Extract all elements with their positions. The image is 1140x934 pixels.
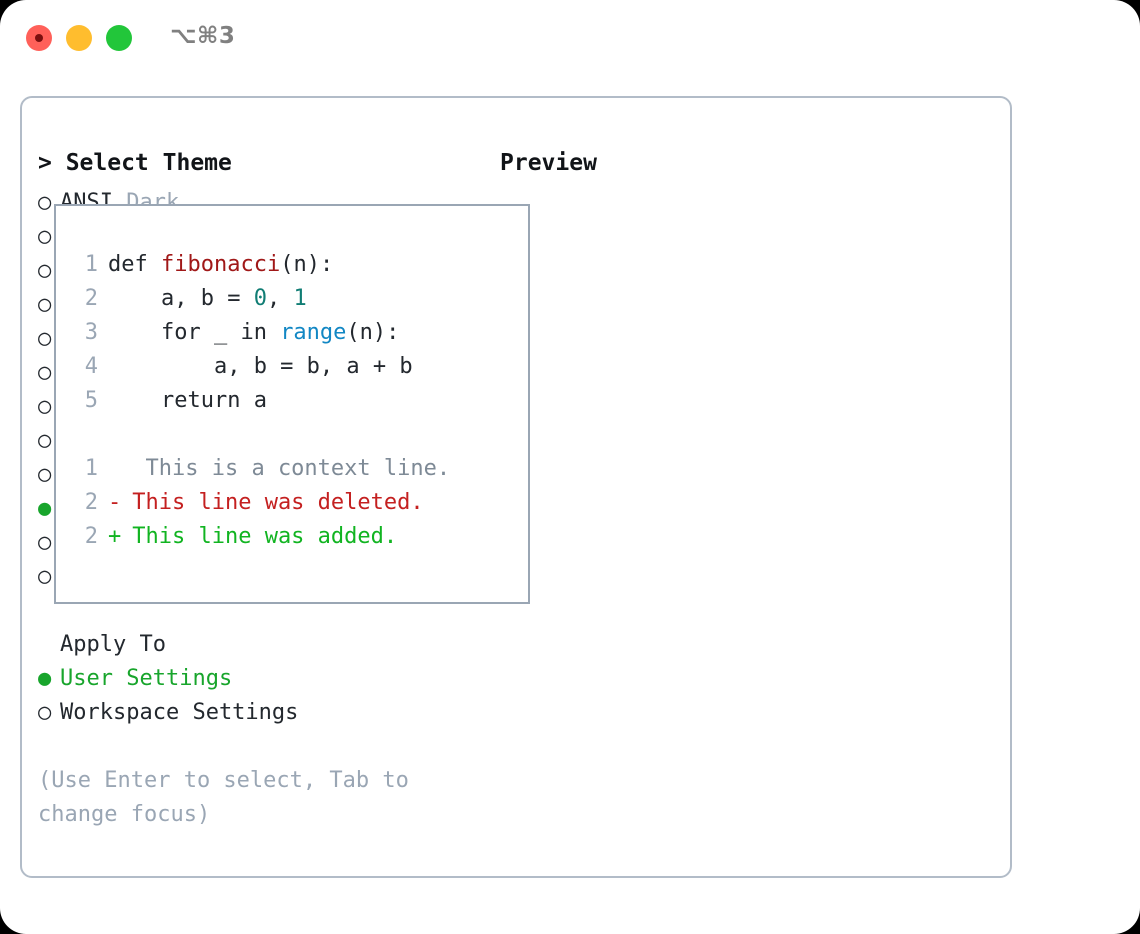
diff-line: 2- This line was deleted. (72, 486, 516, 520)
diff-line: 1 This is a context line. (72, 452, 516, 486)
code-token: (n): (280, 252, 334, 277)
code-token: a, b = (108, 286, 254, 311)
title-bar: ⌥⌘3 (0, 0, 1140, 78)
radio-unselected-icon: ○ (38, 530, 52, 555)
code-token: a, b = b, a + b (108, 354, 413, 379)
keyboard-hint-text: (Use Enter to select, Tab to change focu… (38, 768, 409, 827)
diff-sample: 1 This is a context line.2- This line wa… (72, 452, 516, 554)
code-token: fibonacci (160, 252, 281, 277)
radio-selected-icon: ● (38, 666, 52, 691)
diff-sign: - (108, 490, 122, 515)
radio-unselected-icon: ○ (38, 462, 52, 487)
apply-to-option-label: Workspace Settings (60, 700, 299, 725)
diff-sign (108, 452, 119, 486)
diff-text: This is a context line. (119, 456, 451, 481)
code-line: 2 a, b = 0, 1 (72, 282, 516, 316)
code-line: 3 for _ in range(n): (72, 316, 516, 350)
minimize-window-button[interactable] (66, 25, 92, 51)
code-line: 4 a, b = b, a + b (72, 350, 516, 384)
code-token: 0 (253, 286, 267, 311)
apply-to-option-workspace-settings[interactable]: ○ Workspace Settings (38, 696, 488, 730)
code-token: return a (108, 388, 267, 413)
radio-unselected-icon: ○ (38, 190, 52, 215)
radio-unselected-icon: ○ (38, 224, 52, 249)
diff-line: 2 + This line was added. (72, 520, 516, 554)
apply-to-option-label: User Settings (60, 666, 233, 691)
radio-unselected-icon: ○ (38, 700, 52, 725)
radio-unselected-icon: ○ (38, 326, 52, 351)
diff-text: This line was added. (119, 524, 398, 549)
radio-unselected-icon: ○ (38, 292, 52, 317)
radio-selected-icon: ● (38, 496, 52, 521)
radio-unselected-icon: ○ (38, 258, 52, 283)
close-icon (35, 34, 43, 42)
line-number: 2 (84, 286, 98, 311)
select-theme-header: > Select Theme (38, 150, 232, 176)
code-token: (n): (346, 320, 400, 345)
apply-to-option-user-settings[interactable]: ● User Settings (38, 662, 488, 696)
theme-selector-panel: > Select Theme ○ANSI Dark○Atom One Dark○… (20, 96, 1012, 878)
code-token: 1 (293, 286, 307, 311)
line-number: 2 (84, 490, 98, 515)
code-line: 5 return a (72, 384, 516, 418)
radio-unselected-icon: ○ (38, 394, 52, 419)
code-token: def (108, 252, 161, 277)
preview-column: Preview (500, 146, 1000, 180)
radio-unselected-icon: ○ (38, 360, 52, 385)
radio-unselected-icon: ○ (38, 564, 52, 589)
apply-to-header: Apply To (60, 632, 166, 657)
diff-sign: + (108, 524, 122, 549)
line-number: 4 (84, 354, 98, 379)
line-number: 3 (84, 320, 98, 345)
code-line: 1 def fibonacci(n): (72, 248, 516, 282)
code-token: , (266, 286, 294, 311)
line-number: 1 (84, 252, 98, 277)
line-number: 2 (84, 524, 98, 549)
maximize-window-button[interactable] (106, 25, 132, 51)
keyboard-shortcut-label: ⌥⌘3 (170, 23, 236, 49)
line-number: 1 (84, 456, 98, 481)
diff-text: This line was deleted. (119, 490, 424, 515)
preview-header: Preview (500, 150, 597, 176)
code-spacer (72, 418, 516, 452)
radio-unselected-icon: ○ (38, 428, 52, 453)
apply-to-option-list[interactable]: ● User Settings ○ Workspace Settings (38, 662, 488, 730)
line-number: 5 (84, 388, 98, 413)
code-token: range (280, 320, 347, 345)
code-token: for _ in (108, 320, 281, 345)
